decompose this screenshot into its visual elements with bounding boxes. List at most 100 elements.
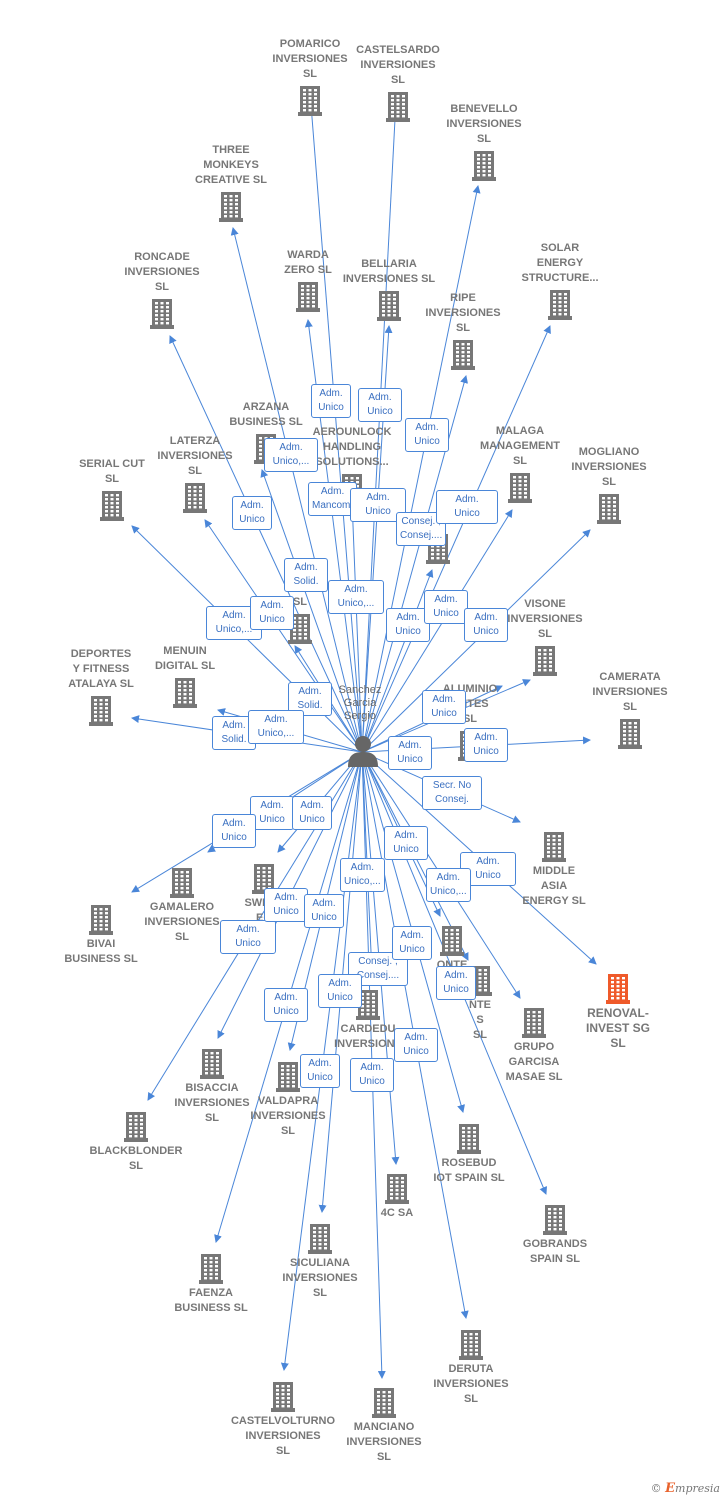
building-icon-wrap [500,288,620,320]
company-node-castelsardo[interactable]: CASTELSARDO INVERSIONES SL [338,43,458,122]
relation-badge[interactable]: Adm. Unico [350,1058,394,1092]
relation-badge[interactable]: Adm. Unico,... [328,580,384,614]
company-label: SOLAR ENERGY STRUCTURE... [521,242,599,284]
relation-badge[interactable]: Adm. Unico [264,888,308,922]
building-icon [543,1205,567,1235]
building-icon-wrap [151,1252,271,1284]
relation-badge[interactable]: Adm. Unico [311,384,351,418]
company-node-deportes[interactable]: DEPORTES Y FITNESS ATALAYA SL [41,647,161,726]
building-icon-wrap [102,297,222,329]
building-icon-wrap [135,481,255,513]
company-node-solar[interactable]: SOLAR ENERGY STRUCTURE... [500,241,620,320]
company-node-valdapra[interactable]: VALDAPRA INVERSIONES SL [228,1060,348,1139]
company-label: ARZANA BUSINESS SL [229,401,303,428]
company-node-three-monkeys[interactable]: THREE MONKEYS CREATIVE SL [171,143,291,222]
relation-badge[interactable]: Adm. Unico [318,974,362,1008]
company-node-laterza[interactable]: LATERZA INVERSIONES SL [135,434,255,513]
company-node-cardedu[interactable]: CARDEDU INVERSIONE [308,988,428,1052]
relation-badge[interactable]: Adm. Unico [464,608,508,642]
company-node-warda[interactable]: WARDA ZERO SL [248,248,368,312]
relation-badge[interactable]: Adm. Unico [424,590,468,624]
company-node-bellaria[interactable]: BELLARIA INVERSIONES SL [329,257,449,321]
company-node-grupo-garcisa[interactable]: GRUPO GARCISA MASAE SL [474,1006,594,1085]
relation-badge[interactable]: Adm. Unico [405,418,449,452]
company-node-renoval[interactable]: RENOVAL- INVEST SG SL [558,972,678,1051]
company-node-bivai[interactable]: BIVAI BUSINESS SL [41,903,161,967]
relation-badge[interactable]: Adm. Unico [212,814,256,848]
building-icon [618,719,642,749]
company-node-visone[interactable]: VISONE INVERSIONES SL [485,597,605,676]
relation-badge[interactable]: Adm. Solid. [288,682,332,716]
company-node-blackblonder[interactable]: BLACKBLONDER SL [76,1110,196,1174]
relation-badge[interactable]: Adm. Unico,... [248,710,304,744]
relation-badge[interactable]: Adm. Unico [388,736,432,770]
company-node-serial-cut[interactable]: SERIAL CUT SL [52,457,172,521]
relation-badge[interactable]: Adm. Unico [386,608,430,642]
building-icon [385,1174,409,1204]
company-node-middle-asia[interactable]: MIDDLE ASIA ENERGY SL [494,830,614,909]
company-node-mogliano[interactable]: MOGLIANO INVERSIONES SL [549,445,669,524]
company-node-4c[interactable]: 4C SA [337,1172,457,1221]
relation-badge[interactable]: Adm. Mancom. [308,482,358,516]
relation-badge[interactable]: Adm. Unico [300,1054,340,1088]
company-node-pomarico[interactable]: POMARICO INVERSIONES SL [250,37,370,116]
relation-badge[interactable]: Adm. Unico [220,920,276,954]
building-icon [548,290,572,320]
relation-badge[interactable]: Adm. Unico [464,728,508,762]
relation-badge[interactable]: Adm. Solid. [284,558,328,592]
relation-badge[interactable]: Adm. Unico [304,894,344,928]
company-node-ripe[interactable]: RIPE INVERSIONES SL [403,291,523,370]
company-label: BELLARIA INVERSIONES SL [342,258,436,285]
company-node-castelvolturno[interactable]: CASTELVOLTURNO INVERSIONES SL [223,1380,343,1459]
relation-badge[interactable]: Adm. Unico [264,988,308,1022]
company-label: CASTELVOLTURNO INVERSIONES SL [230,1415,336,1457]
building-icon [199,1254,223,1284]
relation-badge[interactable]: Adm. Unico [350,488,406,522]
company-node-manciano[interactable]: MANCIANO INVERSIONES SL [324,1386,444,1465]
relation-badge[interactable]: Adm. Unico,... [340,858,385,892]
building-icon [296,282,320,312]
company-node-deruta[interactable]: DERUTA INVERSIONES SL [411,1328,531,1407]
building-icon [276,1062,300,1092]
relation-edge [361,325,551,753]
relation-badge[interactable]: Adm. Unico [392,926,432,960]
company-node-siculiana[interactable]: SICULIANA INVERSIONES SL [260,1222,380,1301]
company-label: THREE MONKEYS CREATIVE SL [195,144,267,186]
relation-badge[interactable]: Adm. Unico [250,796,294,830]
company-node-malaga[interactable]: MALAGA MANAGEMENT SL [460,424,580,503]
relation-edge [204,519,363,753]
company-node-rosebud[interactable]: ROSEBUD IOT SPAIN SL [409,1122,529,1186]
relation-badge[interactable]: Adm. Unico [394,1028,438,1062]
company-node-faenza[interactable]: FAENZA BUSINESS SL [151,1252,271,1316]
building-icon-wrap [403,338,523,370]
building-icon [522,1008,546,1038]
relation-edge [306,91,363,753]
brand-footer[interactable]: © Empresia [651,1481,720,1496]
center-person-node[interactable] [335,734,391,768]
company-node-menuin[interactable]: MENUIN DIGITAL SL [125,644,245,708]
company-label: MENUIN DIGITAL SL [154,645,216,672]
building-icon [377,291,401,321]
relation-badge[interactable]: Adm. Unico [436,490,498,524]
company-node-camerata[interactable]: CAMERATA INVERSIONES SL [570,670,690,749]
building-icon [100,491,124,521]
company-node-roncade[interactable]: RONCADE INVERSIONES SL [102,250,222,329]
company-label: ROSEBUD IOT SPAIN SL [433,1157,505,1184]
relation-badge[interactable]: Adm. Unico [232,496,272,530]
relation-badge[interactable]: Adm. Unico,... [426,868,471,902]
company-node-benevello[interactable]: BENEVELLO INVERSIONES SL [424,102,544,181]
company-node-gobrands[interactable]: GOBRANDS SPAIN SL [495,1203,615,1267]
relation-badge[interactable]: Adm. Unico [250,596,294,630]
company-node-bisaccia[interactable]: BISACCIA INVERSIONES SL [152,1047,272,1126]
relation-badge[interactable]: Adm. Unico [358,388,402,422]
relation-badge[interactable]: Secr. No Consej. [422,776,482,810]
company-label: MALAGA MANAGEMENT SL [479,425,561,467]
company-node-sl-hidden[interactable]: SL [240,595,360,644]
relation-badge[interactable]: Adm. Unico [384,826,428,860]
relation-edge [260,469,363,753]
relation-badge[interactable]: Adm. Unico [422,690,466,724]
company-node-gamalero[interactable]: GAMALERO INVERSIONES SL [122,866,242,945]
relation-badge[interactable]: Adm. Unico [436,966,476,1000]
relation-badge[interactable]: Adm. Unico,... [264,438,318,472]
relation-badge[interactable]: Adm. Unico [292,796,332,830]
